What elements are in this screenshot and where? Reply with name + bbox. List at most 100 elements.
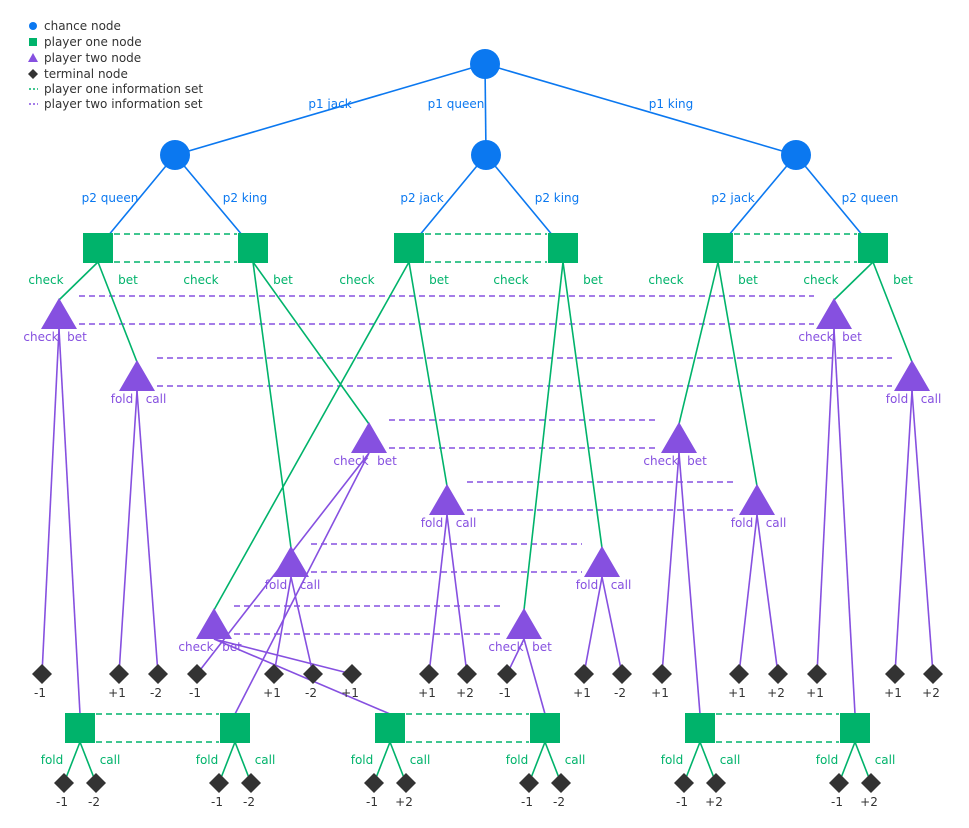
- legend-terminal-icon: [28, 69, 38, 79]
- p1-bet-edge: [97, 261, 138, 363]
- p2-card-label: p2 queen: [842, 191, 899, 205]
- p2-call-edge: [911, 390, 934, 675]
- chance-node: [781, 140, 811, 170]
- p2-call-edge: [290, 576, 314, 675]
- call-label: call: [146, 392, 167, 406]
- payoff-label: +1: [263, 686, 281, 700]
- terminal-node: [54, 773, 74, 793]
- p1-bet-edge: [717, 261, 758, 487]
- chance-edge: [174, 154, 254, 249]
- p2-call-edge: [601, 576, 623, 675]
- p2-bet-edge: [213, 638, 391, 715]
- root-chance-node: [470, 49, 500, 79]
- p1-node: [65, 713, 95, 743]
- payoff-label: +2: [767, 686, 785, 700]
- p2-check-edge: [41, 328, 60, 675]
- p2-bet-edge: [678, 452, 701, 715]
- payoff-label: +1: [108, 686, 126, 700]
- terminal-node: [807, 664, 827, 684]
- legend-label: player one information set: [44, 82, 203, 96]
- p1-card-label: p1 queen: [428, 97, 485, 111]
- legend-label: player two node: [44, 51, 141, 65]
- p2-fold-edge: [583, 576, 603, 675]
- p2-fold-edge: [273, 576, 292, 675]
- chance-node: [160, 140, 190, 170]
- p1-bet-edge: [408, 261, 448, 487]
- p2-node: [273, 546, 309, 577]
- terminal-node: [457, 664, 477, 684]
- p2-node: [351, 422, 387, 453]
- payoff-label: +1: [341, 686, 359, 700]
- call-label: call: [875, 753, 896, 767]
- payoff-label: -1: [831, 795, 843, 809]
- fold-label: fold: [816, 753, 839, 767]
- payoff-label: -2: [553, 795, 565, 809]
- payoff-label: -1: [56, 795, 68, 809]
- bet-label: bet: [687, 454, 707, 468]
- terminal-node: [551, 773, 571, 793]
- terminal-node: [519, 773, 539, 793]
- check-label: check: [488, 640, 523, 654]
- legend-label: player one node: [44, 35, 142, 49]
- check-label: check: [798, 330, 833, 344]
- p1-card-label: p1 jack: [308, 97, 351, 111]
- p2-bet-edge: [523, 638, 546, 715]
- bet-label: bet: [738, 273, 758, 287]
- p2-fold-edge: [118, 390, 138, 675]
- payoff-label: +1: [884, 686, 902, 700]
- p2-node: [506, 608, 542, 639]
- terminal-node: [706, 773, 726, 793]
- fold-label: fold: [731, 516, 754, 530]
- payoff-label: +1: [651, 686, 669, 700]
- terminal-node: [148, 664, 168, 684]
- legend-label: player two information set: [44, 97, 203, 111]
- payoff-label: +2: [922, 686, 940, 700]
- legend-p2-icon: [28, 53, 38, 62]
- terminal-node: [86, 773, 106, 793]
- check-label: check: [643, 454, 678, 468]
- payoff-label: +2: [860, 795, 878, 809]
- p2-node: [119, 360, 155, 391]
- bet-label: bet: [842, 330, 862, 344]
- p2-bet-edge: [58, 328, 81, 715]
- payoff-label: +1: [418, 686, 436, 700]
- p1-check-edge: [213, 261, 410, 611]
- p2-node: [196, 608, 232, 639]
- call-label: call: [300, 578, 321, 592]
- payoff-label: +2: [705, 795, 723, 809]
- p2-node: [661, 422, 697, 453]
- terminal-node: [861, 773, 881, 793]
- check-label: check: [183, 273, 218, 287]
- payoff-label: +1: [806, 686, 824, 700]
- p2-fold-edge: [894, 390, 913, 675]
- check-label: check: [648, 273, 683, 287]
- p1-node: [703, 233, 733, 263]
- p2-bet-edge: [833, 328, 856, 715]
- chance-node: [471, 140, 501, 170]
- p2-node: [739, 484, 775, 515]
- bet-label: bet: [583, 273, 603, 287]
- call-label: call: [410, 753, 431, 767]
- terminal-node: [829, 773, 849, 793]
- terminal-node: [419, 664, 439, 684]
- p2-card-label: p2 king: [223, 191, 268, 205]
- terminal-node: [187, 664, 207, 684]
- chance-edge: [717, 154, 797, 249]
- call-label: call: [611, 578, 632, 592]
- terminal-node: [303, 664, 323, 684]
- chance-edge: [174, 63, 486, 156]
- p1-check-edge: [833, 261, 874, 301]
- chance-edge: [795, 154, 874, 249]
- p1-check-edge: [58, 261, 99, 301]
- payoff-label: -1: [499, 686, 511, 700]
- bet-label: bet: [273, 273, 293, 287]
- fold-label: fold: [41, 753, 64, 767]
- chance-edge: [484, 63, 487, 156]
- payoff-label: -2: [305, 686, 317, 700]
- fold-label: fold: [196, 753, 219, 767]
- p2-fold-edge: [428, 514, 448, 675]
- payoff-label: -1: [676, 795, 688, 809]
- check-label: check: [803, 273, 838, 287]
